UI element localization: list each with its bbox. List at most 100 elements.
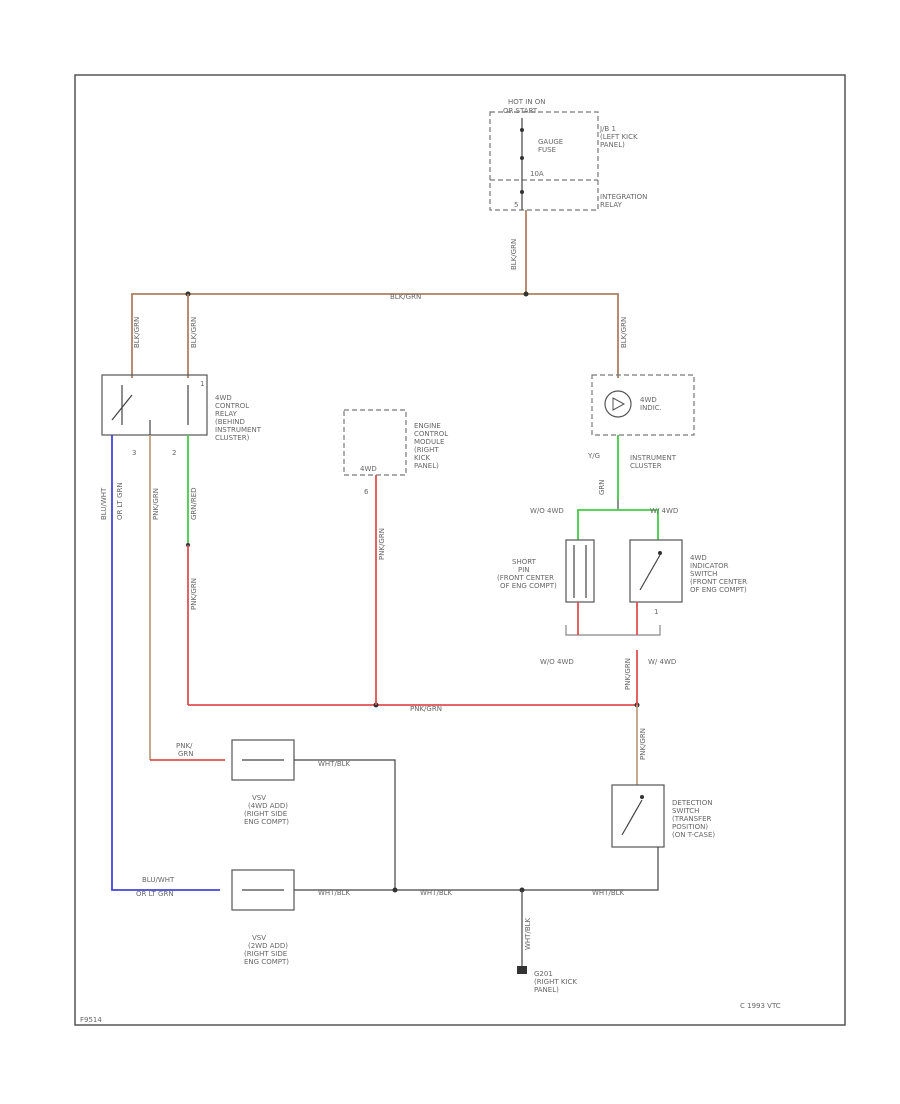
fuse-node-top [520,128,524,132]
label-ic-1: INSTRUMENT [630,454,677,462]
label-ecm-1: ENGINE [414,422,441,430]
label-wht-blk-3: WHT/BLK [420,889,453,897]
label-detection-feed: PNK/GRN [639,728,647,760]
label-ecm-pin: 4WD [360,465,377,473]
label-yg-2: GRN [598,479,606,495]
jb1-box [489,111,599,211]
label-is-2: INDICATOR [690,562,729,570]
label-g201-1: G201 [534,970,553,978]
label-det-1: DETECTION [672,799,713,807]
label-is-1: 4WD [690,554,707,562]
label-wo4wd-bottom: W/O 4WD [540,658,574,666]
label-det-3: (TRANSFER [672,815,712,823]
label-det-5: (ON T-CASE) [672,831,715,839]
main-bus [131,293,619,340]
label-yg-1: Y/G [587,452,600,460]
ground-icon [517,966,527,974]
label-main-bus: BLK/GRN [390,293,421,301]
integ-node [520,190,524,194]
label-vsv-bot-1: VSV [252,934,266,942]
indicator-switch-box [629,539,683,603]
label-blu-vsv-2: OR LT GRN [136,890,174,898]
label-vsv-top-2: (4WD ADD) [248,802,288,810]
label-left-drop-1: BLK/GRN [133,317,141,348]
indicator-lamp-icon [604,390,632,418]
label-left-drop-2: BLK/GRN [190,317,198,348]
label-blu-left-1: BLU/WHT [100,487,108,520]
label-feed-wire: BLK/GRN [510,239,518,270]
label-vsv-bot-2: (2WD ADD) [248,942,288,950]
fuse-node-bottom [520,156,524,160]
label-wo4wd-top: W/O 4WD [530,507,564,515]
label-hot-in-on: HOT IN ON [508,98,546,106]
label-wht-blk-4: WHT/BLK [524,917,532,950]
det-switch-arm [621,799,643,836]
label-w4wd-pnk: PNK/GRN [624,658,632,690]
label-sp-1: SHORT [512,558,537,566]
label-fuse: FUSE [538,146,556,154]
label-sp-3: (FRONT CENTER [497,574,554,582]
label-ic-2: CLUSTER [630,462,662,470]
det-ground-wire [522,847,659,891]
vsv-top-ground [294,759,396,890]
pin-2: 2 [172,449,176,457]
label-wht-blk-1: WHT/BLK [318,760,351,768]
label-acr-2: CONTROL [215,402,249,410]
label-ecm-3: MODULE [414,438,444,446]
diagram-frame [74,74,846,1026]
label-or-start: OR START [503,107,538,115]
label-w4wd-top: W/ 4WD [650,507,678,515]
switch-contact [658,551,662,555]
label-pnk-vsv-2: GRN [178,750,194,758]
label-vsv-top-3: (RIGHT SIDE [244,810,287,818]
pin-5: 5 [514,201,518,209]
label-grn-wire: GRN/RED [190,487,198,520]
label-sp-2: PIN [518,566,530,574]
label-wht-blk-5: WHT/BLK [592,889,625,897]
label-vsv-top-1: VSV [252,794,266,802]
label-ecm-6: PANEL) [414,462,439,470]
label-pnk-bus: PNK/GRN [410,705,442,713]
label-pnk-lower: PNK/GRN [190,578,198,610]
detection-switch-box [611,784,665,848]
short-pin-box [565,539,595,603]
label-vsv-bot-4: ENG COMPT) [244,958,289,966]
instrument-cluster-box [591,374,695,436]
label-acr-3: RELAY [215,410,238,418]
split-wire [577,509,659,540]
relay-switch-arm [111,394,133,421]
label-ecm-5: KICK [414,454,431,462]
label-is-4: (FRONT CENTER [690,578,747,586]
label-gauge: GAUGE [538,138,563,146]
label-ecm-2: CONTROL [414,430,448,438]
label-blu-vsv-1: BLU/WHT [142,876,175,884]
switch-arm [639,554,661,591]
label-det-4: POSITION) [672,823,708,831]
label-g201-2: (RIGHT KICK [534,978,577,986]
label-wht-blk-2: WHT/BLK [318,889,351,897]
label-is-5: OF ENG COMPT) [690,586,747,594]
label-det-2: SWITCH [672,807,699,815]
label-fuse-amp: 10A [530,170,544,178]
label-w4wd-bottom: W/ 4WD [648,658,676,666]
label-vsv-top-4: ENG COMPT) [244,818,289,826]
label-ecm-wire: PNK/GRN [378,528,386,560]
label-ecm-4: (RIGHT [414,446,439,454]
label-acr-4: (BEHIND [215,418,245,426]
pin-1: 1 [200,380,204,388]
blue-wire [111,435,220,891]
label-acr-5: INSTRUMENT [215,426,262,434]
ground-splice-left [392,887,398,893]
control-relay-box [101,374,208,436]
label-jb1-1: J/B 1 [599,125,616,133]
pin-1b: 1 [654,608,658,616]
bus-splice-right [523,291,529,297]
label-jb1-2: (LEFT KICK [600,133,638,141]
label-acr-6: CLUSTER) [215,434,250,442]
label-jb1-3: PANEL) [600,141,625,149]
label-is-3: SWITCH [690,570,717,578]
lamp-diode-icon [612,397,626,411]
figure-id: F9514 [80,1016,102,1024]
